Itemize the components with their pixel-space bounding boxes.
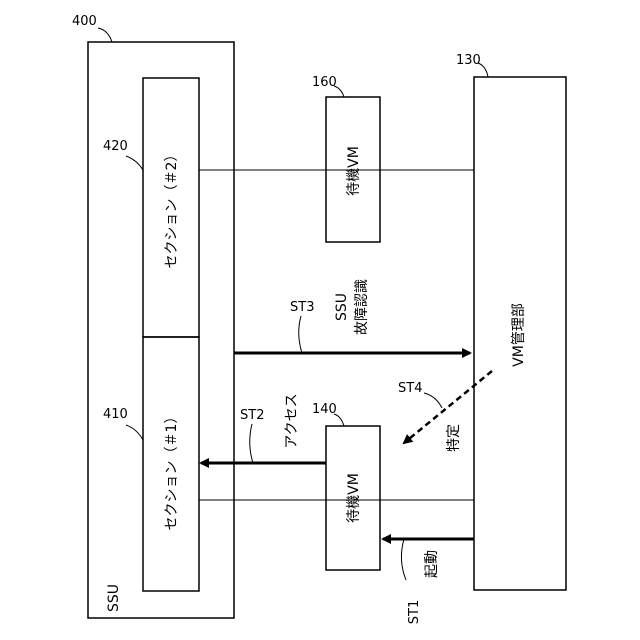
standby-vm-bottom-ref-number: 140 — [312, 402, 337, 417]
st2-leader — [250, 424, 253, 463]
section2-label: セクション（＃2） — [164, 148, 180, 269]
st4-id: ST4 — [398, 381, 422, 396]
section2-ref-number: 420 — [103, 139, 128, 154]
st3-leader — [299, 316, 302, 353]
st3-text-line2: 故障認識 — [354, 279, 370, 335]
vm-manager-label: VM管理部 — [511, 303, 527, 367]
st1-leader — [401, 539, 406, 580]
st3-id: ST3 — [290, 300, 314, 315]
st2-text: アクセス — [284, 393, 300, 448]
ssu-block — [88, 42, 234, 618]
vm-manager-ref-number: 130 — [456, 53, 481, 68]
ssu-ref-leader — [98, 28, 112, 42]
standby-vm-top-label: 待機VM — [346, 146, 362, 196]
st2-id: ST2 — [240, 408, 264, 423]
standby-vm-top-ref-number: 160 — [312, 75, 337, 90]
section1-label: セクション（＃1） — [164, 410, 180, 531]
section1-ref-number: 410 — [103, 407, 128, 422]
st1-id: ST1 — [407, 600, 422, 624]
st4-leader — [424, 393, 442, 408]
st3-text-line1: SSU — [334, 293, 350, 321]
ssu-ref-number: 400 — [72, 14, 97, 29]
section1-ref-leader — [126, 425, 143, 440]
st1-text: 起動 — [424, 550, 440, 578]
section2-ref-leader — [126, 156, 143, 170]
ssu-title: SSU — [106, 584, 122, 612]
st4-text: 特定 — [446, 424, 462, 452]
standby-vm-bottom-label: 待機VM — [346, 473, 362, 523]
